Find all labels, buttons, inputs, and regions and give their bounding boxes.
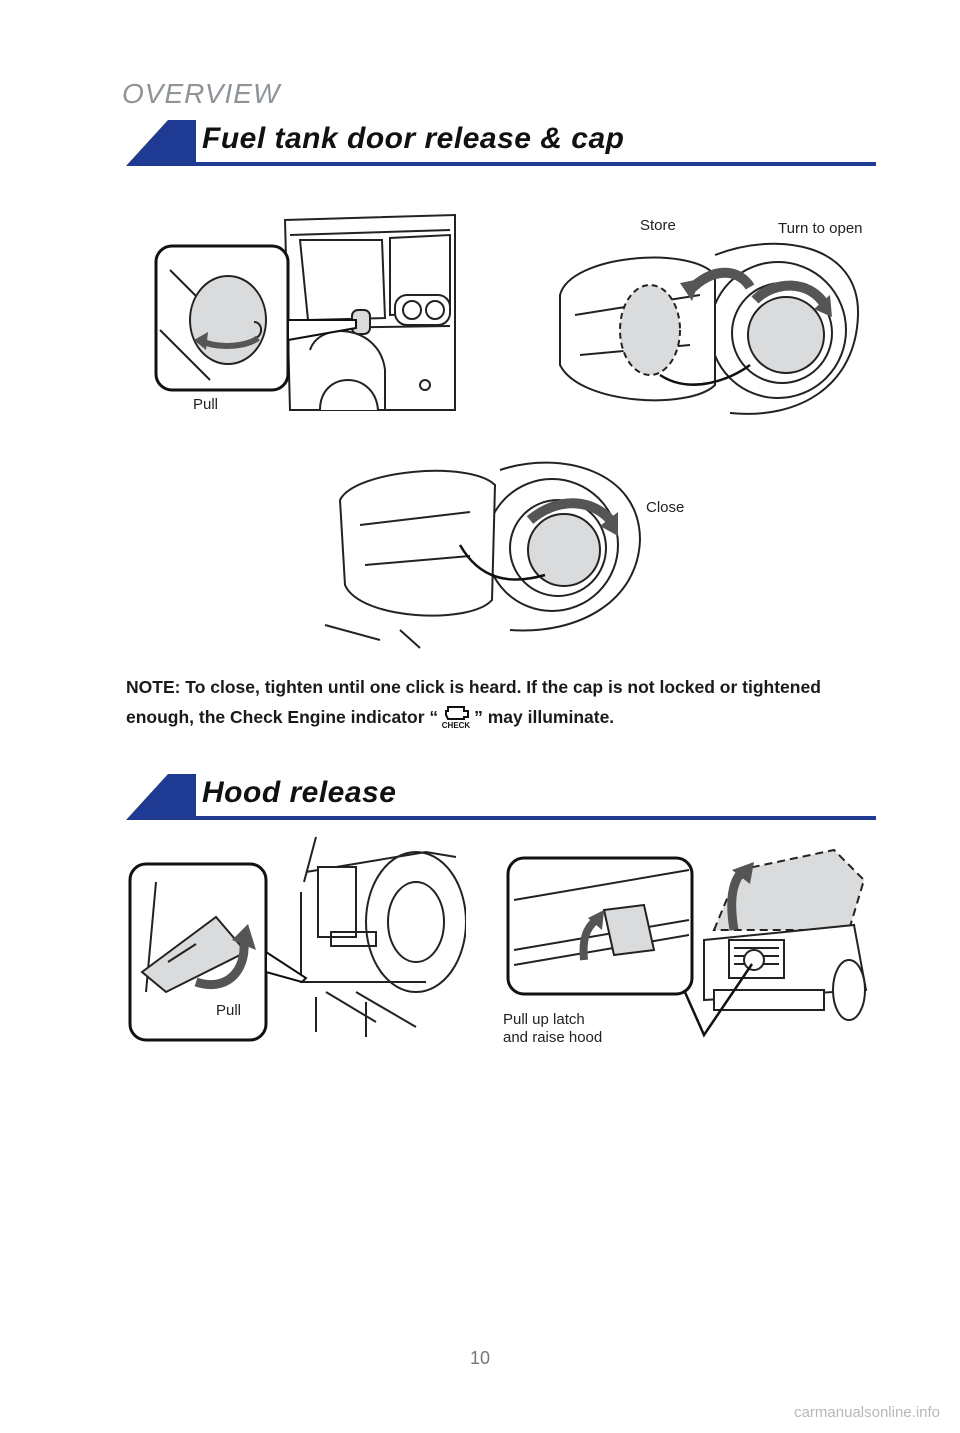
- turn-to-open-label: Turn to open: [778, 220, 863, 237]
- header-rule: [186, 162, 876, 166]
- pull-up-latch-label: Pull up latch and raise hood: [503, 1011, 602, 1047]
- fuel-section-title: Fuel tank door release & cap: [202, 122, 625, 155]
- hood-latch-illustration: [506, 848, 868, 1038]
- pull-up-latch-line1: Pull up latch: [503, 1011, 585, 1028]
- fuel-section-header: Fuel tank door release & cap: [126, 120, 876, 166]
- header-tab-accent: [126, 120, 196, 166]
- hood-section-header: Hood release: [126, 774, 876, 820]
- fuel-cap-note: NOTE: To close, tighten until one click …: [126, 672, 866, 732]
- overview-heading: OVERVIEW: [122, 78, 281, 109]
- hood-section-title: Hood release: [202, 776, 397, 809]
- fuel-cap-open-illustration: [559, 242, 860, 415]
- fuel-cap-close-illustration: [324, 461, 642, 649]
- header-tab-accent: [126, 774, 196, 820]
- check-icon-text: CHECK: [442, 721, 471, 729]
- watermark: carmanualsonline.info: [794, 1404, 940, 1421]
- fuel-pull-label: Pull: [193, 396, 219, 413]
- fuel-door-pull-illustration: [154, 213, 456, 411]
- hood-release-lever-illustration: [128, 836, 466, 1042]
- pull-up-latch-line2: and raise hood: [503, 1029, 603, 1046]
- note-text-part1: NOTE: To close, tighten until one click …: [126, 677, 821, 727]
- close-label: Close: [646, 499, 685, 516]
- note-text-part2: ” may illuminate.: [474, 707, 615, 727]
- store-label: Store: [640, 217, 676, 234]
- check-engine-icon: CHECK: [442, 706, 471, 729]
- header-rule: [186, 816, 876, 820]
- page-number: 10: [469, 1348, 491, 1368]
- hood-pull-label: Pull: [216, 1002, 242, 1019]
